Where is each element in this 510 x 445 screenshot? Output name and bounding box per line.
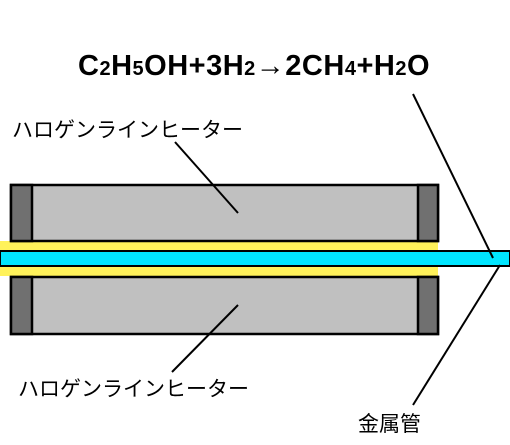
- equation-subscript: 4: [344, 58, 357, 80]
- heater-top-cap-left: [9, 183, 34, 243]
- leader-line-heater-top: [174, 141, 239, 214]
- reaction-equation: C2H5OH+3H2→2CH4+H2O: [78, 50, 430, 83]
- heater-top-body: [9, 183, 440, 243]
- equation-subscript: 2: [395, 58, 407, 80]
- equation-text: OH+3H: [144, 50, 245, 82]
- metal-tube-label: 金属管: [358, 412, 421, 436]
- leader-line-metal-tube: [412, 264, 501, 406]
- equation-subscript: 5: [132, 58, 145, 80]
- equation-subscript: 2: [244, 58, 256, 80]
- equation-text: C: [78, 50, 100, 82]
- heater-top: [9, 183, 440, 243]
- equation-text: O: [406, 50, 431, 82]
- metal-tube: [0, 250, 510, 267]
- heater-bottom-label: ハロゲンラインヒーター: [18, 377, 249, 401]
- equation-text: →2CH: [255, 50, 345, 82]
- heater-top-cap-right: [416, 183, 440, 243]
- heater-bottom-cap-left: [9, 275, 34, 336]
- heater-bottom-body: [9, 275, 440, 336]
- equation-text: H: [111, 50, 133, 82]
- equation-subscript: 2: [99, 58, 112, 80]
- heater-bottom-cap-right: [416, 275, 440, 336]
- heater-bottom: [9, 275, 440, 336]
- leader-line-heater-bottom: [171, 304, 239, 373]
- leader-line-equation: [412, 93, 494, 259]
- equation-text: +H: [356, 50, 396, 82]
- heater-top-label: ハロゲンラインヒーター: [12, 118, 243, 142]
